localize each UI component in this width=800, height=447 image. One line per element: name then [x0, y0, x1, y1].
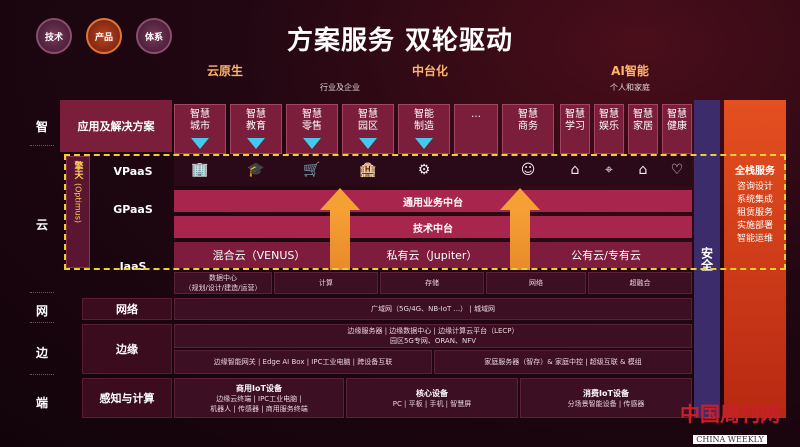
graduate-icon: ⌂ — [570, 162, 580, 178]
person-icon: ☺ — [520, 162, 536, 178]
device-core-title: 核心设备 — [416, 388, 448, 398]
side-label-device: 端 — [35, 396, 48, 410]
fullstack-item: 系统集成 — [736, 195, 773, 205]
fullstack-title: 全栈服务 — [735, 166, 775, 177]
row-label-apps: 应用及解决方案 — [60, 100, 172, 152]
watermark-cn: 中国周刊网 — [680, 402, 780, 426]
app-tile-more: … — [454, 104, 498, 154]
brain-icon: ⚙ — [417, 162, 431, 178]
fullstack-column: 全栈服务 咨询设计 系统集成 租赁服务 实施部署 智能运维 — [724, 100, 786, 418]
home-icon: ⌂ — [638, 162, 648, 178]
row-label-perception: 感知与计算 — [82, 378, 172, 418]
device-core: 核心设备 PC | 平板 | 手机 | 智慧屏 — [346, 378, 518, 418]
page-title: 方案服务 双轮驱动 — [286, 26, 514, 56]
down-arrow-icon — [303, 138, 321, 149]
column-sub-personal: 个人和家庭 — [610, 83, 650, 92]
cart-icon: 🛒 — [303, 162, 321, 178]
circle-system-label: 体系 — [144, 32, 163, 43]
device-consumer-line1: 分场景智能设备 | 传感器 — [567, 399, 645, 408]
device-consumer-title: 消费IoT设备 — [583, 388, 629, 398]
private-cloud-bar: 私有云（Jupiter） — [346, 242, 518, 268]
device-consumer-iot: 消费IoT设备 分场景智能设备 | 传感器 — [520, 378, 692, 418]
column-sub-industry: 行业及企业 — [320, 83, 360, 92]
edge-line1b: 园区5G专网、ORAN、NFV — [389, 337, 477, 345]
column-title-ai: AI智能 — [611, 64, 649, 78]
infra-network: 网络 — [486, 272, 586, 294]
device-commercial-line1: 边缘云终端 | IPC工业电脑 | — [216, 394, 302, 403]
infra-datacenter-sub: （规划/设计/建造/运营） — [184, 284, 262, 292]
technology-platform-bar: 技术中台 — [174, 216, 692, 238]
down-arrow-icon — [359, 138, 377, 149]
edge-gateway-row: 边缘智能网关 | Edge AI Box | IPC工业电脑 | 跨设备互联 — [174, 350, 432, 374]
circle-product-label: 产品 — [94, 32, 113, 43]
column-title-cloud-native: 云原生 — [206, 64, 243, 78]
side-label-intelligence: 智 — [35, 120, 48, 134]
fullstack-item: 实施部署 — [736, 221, 773, 231]
side-divider — [30, 292, 54, 293]
grad-cap-icon: 🎓 — [247, 162, 265, 178]
optimus-sub: (Optimus) — [73, 183, 83, 224]
app-tile-smart-city: 智慧城市 — [174, 104, 226, 154]
circle-product: 产品 — [86, 18, 122, 54]
heart-icon: ♡ — [670, 162, 684, 178]
fullstack-item: 咨询设计 — [736, 182, 773, 192]
app-tile-smart-commerce: 智慧商务 — [502, 104, 554, 154]
infra-datacenter-label: 数据中心 — [209, 274, 237, 282]
up-arrow-icon — [500, 188, 540, 270]
public-cloud-bar: 公有云/专有云 — [520, 242, 692, 268]
hybrid-cloud-bar: 混合云（VENUS） — [174, 242, 344, 268]
side-divider — [30, 322, 54, 323]
circle-tech-label: 技术 — [44, 32, 63, 43]
edge-server-row: 边缘服务器 | 边缘数据中心 | 边缘计算云平台（LECP） 园区5G专网、OR… — [174, 324, 692, 348]
row-label-edge: 边缘 — [82, 324, 172, 374]
office-icon: 🏨 — [359, 162, 377, 178]
security-label: 安全 — [699, 247, 714, 271]
infra-hyperconverged: 超融合 — [588, 272, 692, 294]
optimus-title: 擎天 — [72, 161, 83, 179]
side-label-cloud: 云 — [35, 218, 48, 232]
device-commercial-line2: 机器人 | 传感器 | 商用服务终端 — [210, 404, 308, 413]
row-label-network: 网络 — [82, 298, 172, 320]
fullstack-item: 智能运维 — [736, 234, 773, 244]
edge-home-row: 家庭服务器（智存）& 家庭中控 | 超级互联 & 模组 — [434, 350, 692, 374]
row-label-gpaas: GPaaS — [113, 202, 153, 216]
security-column: 安全 — [694, 100, 720, 418]
vpaas-band — [174, 156, 692, 186]
down-arrow-icon — [415, 138, 433, 149]
building-icon: 🏢 — [191, 162, 209, 178]
circle-tech: 技术 — [36, 18, 72, 54]
device-commercial-iot: 商用IoT设备 边缘云终端 | IPC工业电脑 | 机器人 | 传感器 | 商用… — [174, 378, 344, 418]
circle-system: 体系 — [136, 18, 172, 54]
app-tile-smart-entertainment: 智慧娱乐 — [594, 104, 624, 154]
app-tile-smart-health: 智慧健康 — [662, 104, 692, 154]
up-arrow-icon — [320, 188, 360, 270]
infra-datacenter: 数据中心 （规划/设计/建造/运营） — [174, 272, 272, 294]
network-wan: 广域网（5G/4G、NB-IoT ...） | 城域网 — [174, 298, 692, 320]
watermark-en: CHINA WEEKLY — [693, 435, 767, 444]
column-title-middle-platform: 中台化 — [411, 64, 448, 78]
app-tile-smart-home: 智慧家居 — [628, 104, 658, 154]
fullstack-item: 租赁服务 — [736, 208, 773, 218]
general-business-platform-bar: 通用业务中台 — [174, 190, 692, 212]
cloud-layer-frame — [64, 154, 786, 270]
gamepad-icon: ⌖ — [605, 162, 613, 178]
down-arrow-icon — [247, 138, 265, 149]
infra-compute: 计算 — [274, 272, 378, 294]
side-label-edge: 边 — [35, 346, 48, 360]
infra-storage: 存储 — [380, 272, 484, 294]
watermark: 中国周刊网 CHINA WEEKLY — [664, 398, 796, 446]
optimus-column: 擎天 (Optimus) — [66, 156, 90, 268]
device-commercial-title: 商用IoT设备 — [236, 383, 282, 393]
edge-line1: 边缘服务器 | 边缘数据中心 | 边缘计算云平台（LECP） — [347, 327, 519, 335]
app-tile-smart-learning: 智慧学习 — [560, 104, 590, 154]
down-arrow-icon — [191, 138, 209, 149]
side-divider — [30, 145, 54, 146]
device-core-line1: PC | 平板 | 手机 | 智慧屏 — [392, 399, 472, 408]
side-divider — [30, 374, 54, 375]
side-label-network: 网 — [35, 304, 48, 318]
row-label-vpaas: VPaaS — [113, 164, 153, 178]
